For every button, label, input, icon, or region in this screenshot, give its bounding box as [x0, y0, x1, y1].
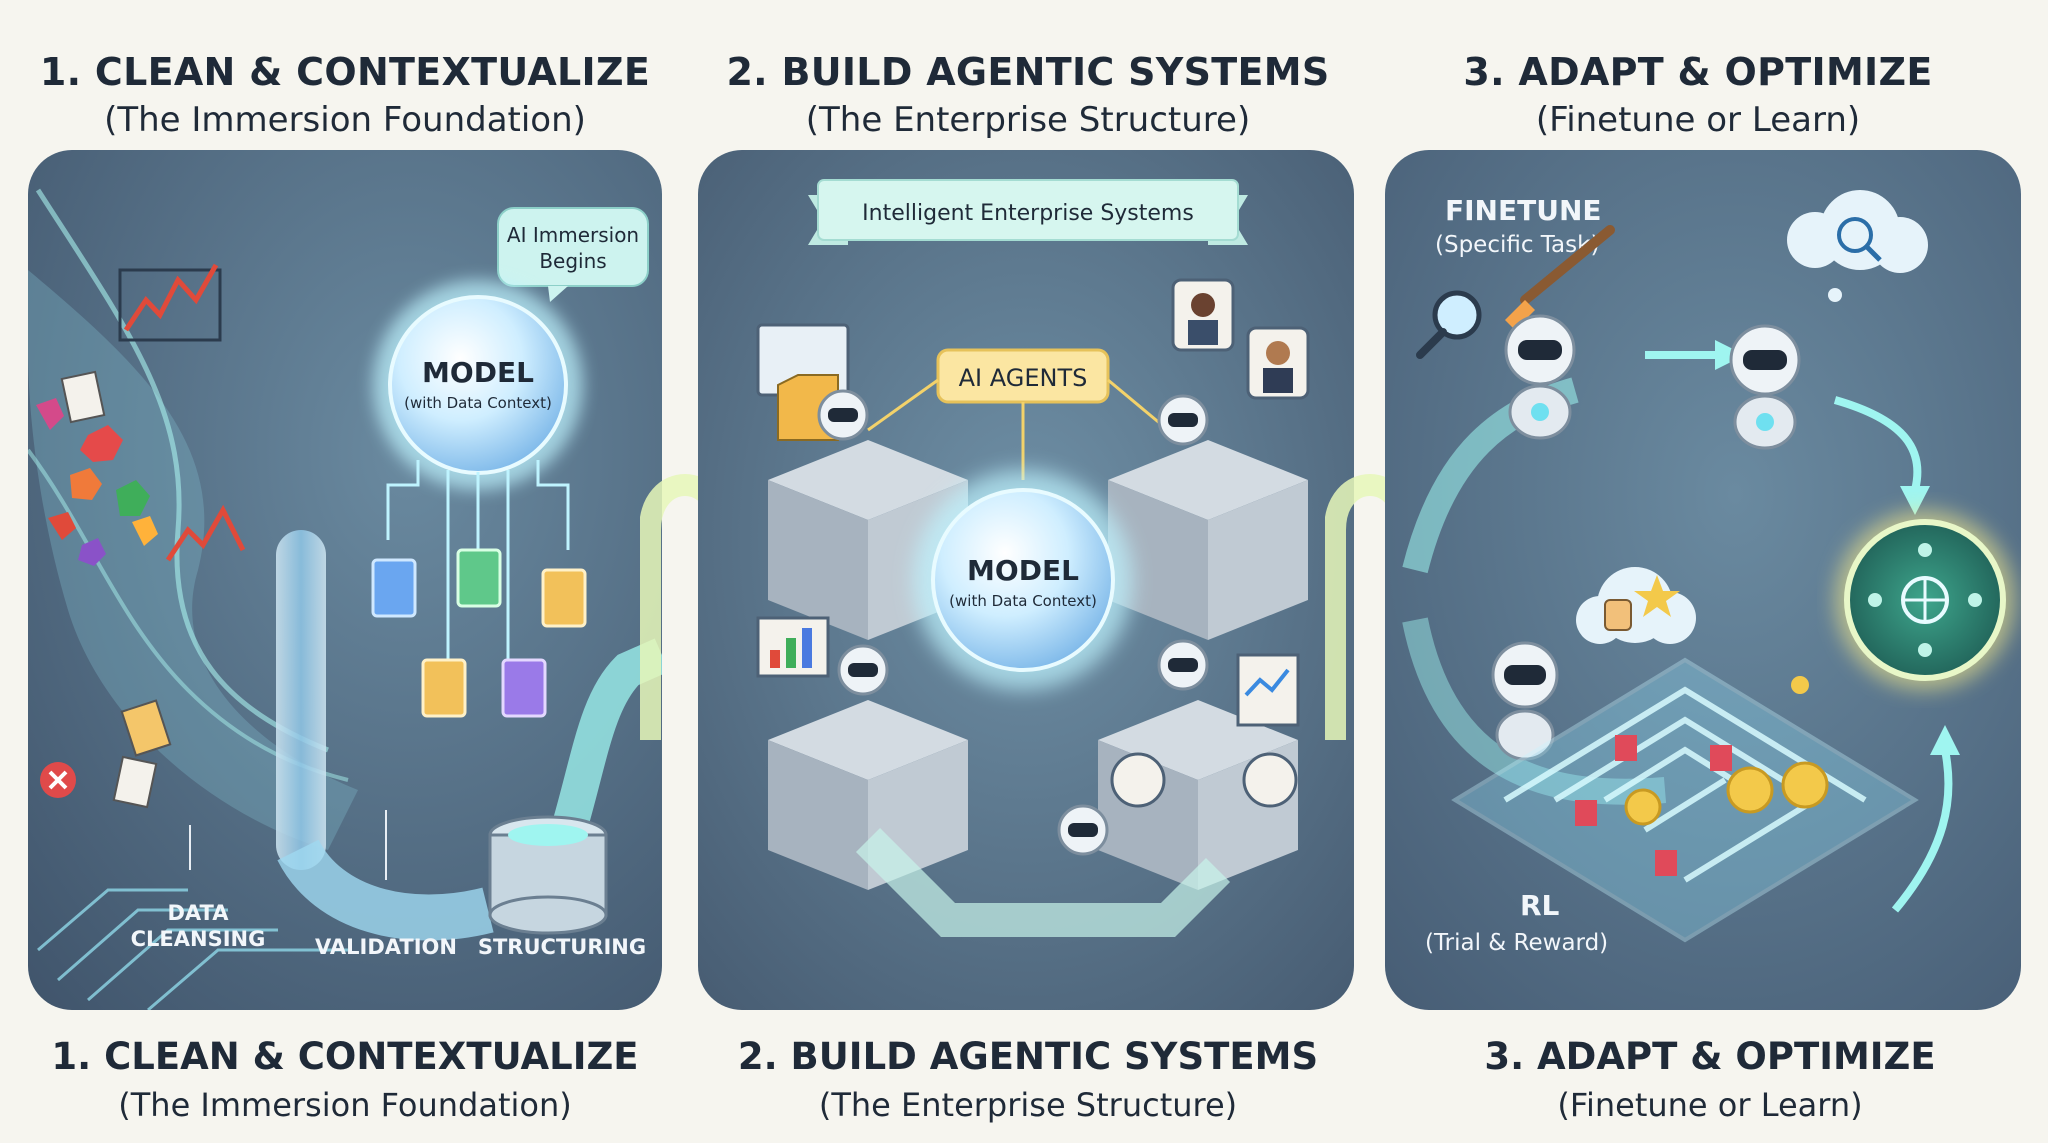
footer-subtitle: (Finetune or Learn): [1557, 1086, 1863, 1124]
model-orb: [931, 488, 1115, 672]
panel-1-illustration: AI Immersion Begins MODEL (with Data Con…: [28, 150, 662, 1010]
step-cleansing-line-2: CLEANSING: [131, 927, 266, 951]
error-icon: [40, 762, 76, 798]
header-subtitle: (The Immersion Foundation): [104, 100, 586, 140]
finetune-title: FINETUNE: [1445, 194, 1602, 227]
header-title: 2. BUILD AGENTIC SYSTEMS: [726, 50, 1330, 94]
rl-subtitle: (Trial & Reward): [1425, 930, 1608, 956]
panel-build-agentic-systems: Intelligent Enterprise Systems AI AGENTS: [698, 150, 1354, 1010]
panel-adapt-optimize: FINETUNE (Specific Task) RL (Trial & Rew…: [1385, 150, 2021, 1010]
step-validation: VALIDATION: [315, 935, 457, 959]
model-subtitle: (with Data Context): [949, 592, 1097, 610]
ai-agents-label: AI AGENTS: [959, 364, 1088, 392]
coin-icon: [1624, 676, 1829, 826]
folder-icon: [756, 323, 850, 441]
speech-bubble: [497, 207, 649, 302]
step-cleansing-line-1: DATA: [167, 901, 229, 925]
step-structuring: STRUCTURING: [478, 935, 646, 959]
panel-2-illustration: Intelligent Enterprise Systems AI AGENTS: [698, 150, 1354, 1010]
footer-title: 2. BUILD AGENTIC SYSTEMS: [737, 1035, 1319, 1078]
chart-icon: [756, 616, 1300, 727]
thought-cloud: [1787, 190, 1928, 302]
bubble-line-1: AI Immersion: [507, 223, 639, 247]
panel-clean-contextualize: AI Immersion Begins MODEL (with Data Con…: [28, 150, 662, 1010]
database-icon: [488, 815, 608, 935]
document-icon: [60, 370, 172, 809]
robot-icon: [1491, 314, 1801, 761]
footer-subtitle: (The Immersion Foundation): [118, 1086, 572, 1124]
person-icon: [1110, 278, 1310, 808]
robot-icon: [817, 389, 1209, 856]
star-icon: [1634, 575, 1680, 617]
chart-icon: [118, 263, 222, 342]
chart-icon: [165, 504, 246, 562]
model-title: MODEL: [422, 356, 534, 389]
model-title: MODEL: [967, 554, 1079, 587]
footer-step-1: 1. CLEAN & CONTEXTUALIZE (The Immersion …: [15, 1035, 675, 1124]
banner-text: Intelligent Enterprise Systems: [862, 201, 1194, 226]
paintbrush-icon: [1505, 225, 1615, 330]
footer-step-3: 3. ADAPT & OPTIMIZE (Finetune or Learn): [1380, 1035, 2040, 1124]
rl-title: RL: [1520, 889, 1560, 922]
finetune-subtitle: (Specific Task): [1435, 232, 1599, 258]
footer-title: 1. CLEAN & CONTEXTUALIZE: [51, 1035, 639, 1078]
panel-3-illustration: FINETUNE (Specific Task) RL (Trial & Rew…: [1385, 150, 2021, 1010]
banner: [808, 179, 1248, 245]
footer-title: 3. ADAPT & OPTIMIZE: [1484, 1035, 1936, 1078]
header-title: 3. ADAPT & OPTIMIZE: [1463, 50, 1933, 94]
header-step-3: 3. ADAPT & OPTIMIZE (Finetune or Learn): [1368, 50, 2028, 140]
model-subtitle: (with Data Context): [404, 394, 552, 412]
magnifier-icon: [1416, 290, 1482, 359]
header-title: 1. CLEAN & CONTEXTUALIZE: [39, 50, 651, 94]
globe-icon: [1844, 519, 2006, 681]
header-subtitle: (The Enterprise Structure): [805, 100, 1251, 140]
header-step-2: 2. BUILD AGENTIC SYSTEMS (The Enterprise…: [698, 50, 1358, 140]
footer-subtitle: (The Enterprise Structure): [818, 1086, 1238, 1124]
header-subtitle: (Finetune or Learn): [1535, 100, 1861, 140]
footer-step-2: 2. BUILD AGENTIC SYSTEMS (The Enterprise…: [698, 1035, 1358, 1124]
header-step-1: 1. CLEAN & CONTEXTUALIZE (The Immersion …: [15, 50, 675, 140]
bubble-line-2: Begins: [539, 249, 606, 273]
maze-icon: [1451, 657, 1919, 943]
document-icon: [371, 548, 587, 718]
